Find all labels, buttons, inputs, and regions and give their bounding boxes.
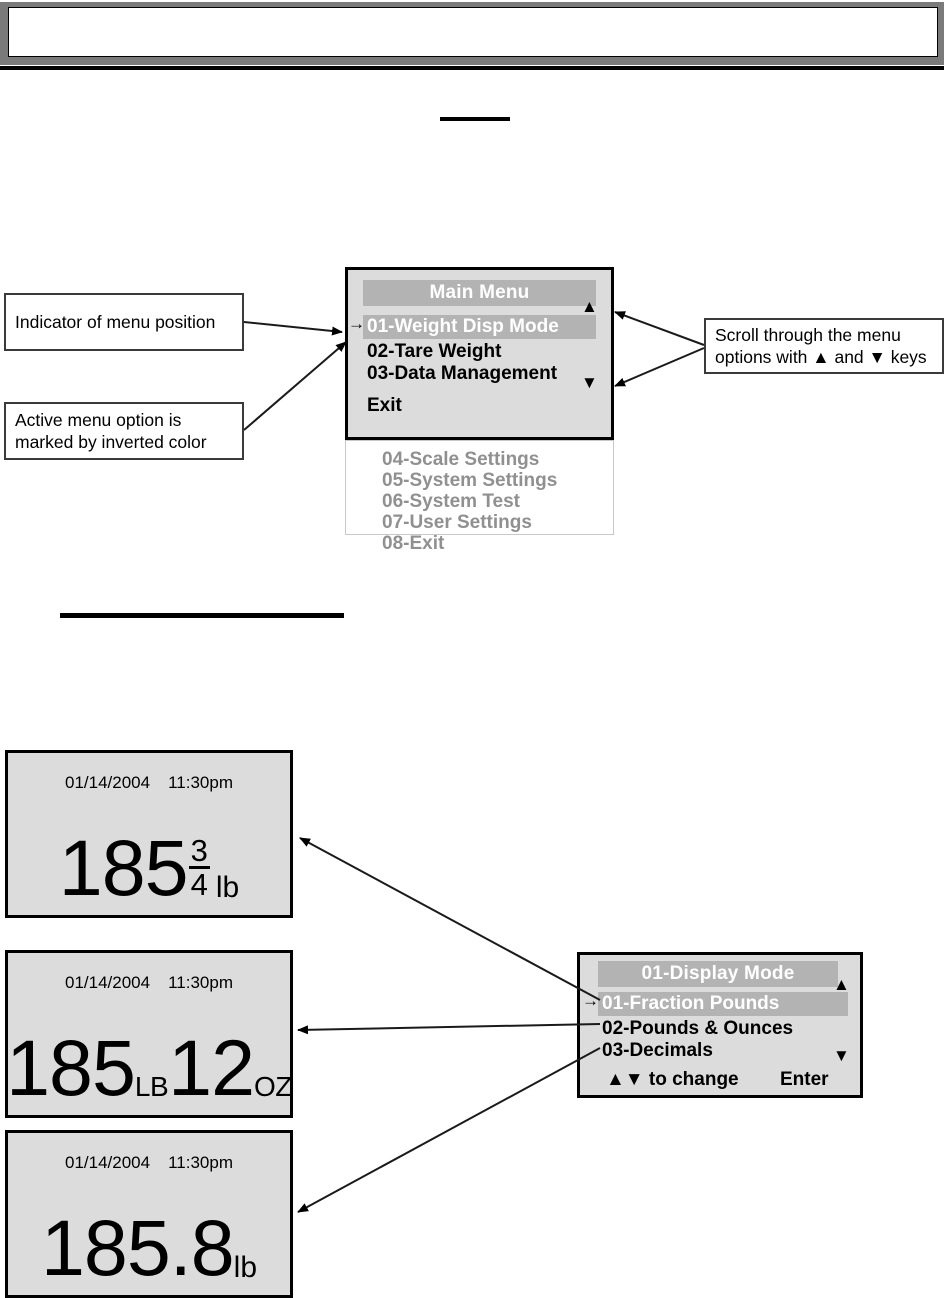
callout-line: Active menu option is	[15, 410, 182, 430]
display-mode-change-hint: ▲▼ to change	[606, 1069, 739, 1090]
connector-fraction-to-screen	[299, 837, 601, 1001]
main-menu-hidden-item: 05-System Settings	[382, 470, 558, 491]
weight-screen-date: 01/14/2004	[65, 973, 151, 992]
weight-screen-pounds-and-ounces: 01/14/2004 11:30pm 185 LB 12 OZ	[5, 950, 293, 1118]
weight-screen-fraction-pounds: 01/14/2004 11:30pm 185 3 4 lb	[5, 750, 293, 918]
display-mode-item-decimals[interactable]: 03-Decimals	[602, 1040, 713, 1061]
main-menu-title-bar: Main Menu	[363, 280, 596, 306]
connector-lboz-to-screen	[297, 1023, 601, 1035]
display-mode-item-fraction-pounds[interactable]: 01-Fraction Pounds	[598, 992, 848, 1016]
callout-line: Scroll through the menu	[715, 325, 901, 345]
main-menu-hidden-item: 06-System Test	[382, 491, 520, 512]
fraction-denominator: 4	[188, 866, 210, 903]
weight-screen-time: 11:30pm	[168, 1153, 233, 1172]
callout-active-menu-option: Active menu option is marked by inverted…	[4, 402, 244, 460]
callout-line: Indicator of menu position	[15, 312, 216, 332]
connector-decimals-to-screen	[297, 1047, 601, 1213]
weight-screen-datetime: 01/14/2004 11:30pm	[8, 973, 290, 993]
weight-screen-value: 185.8 lb	[8, 1208, 290, 1287]
display-mode-position-cursor-icon: →	[582, 991, 599, 1010]
weight-whole-number: 185	[58, 823, 189, 912]
page-header-banner	[0, 2, 944, 65]
display-mode-lcd-panel: 01-Display Mode → 01-Fraction Pounds 02-…	[577, 952, 863, 1098]
display-mode-item-pounds-and-ounces[interactable]: 02-Pounds & Ounces	[602, 1018, 794, 1039]
weight-decimal-number: 185.8	[40, 1203, 235, 1292]
callout-scroll-through-menu: Scroll through the menu options with ▲ a…	[704, 318, 944, 374]
header-divider-rule	[0, 66, 944, 70]
connector-scroll-to-up-arrow	[614, 311, 705, 346]
weight-screen-datetime: 01/14/2004 11:30pm	[8, 773, 290, 793]
main-menu-item-weight-disp-mode[interactable]: 01-Weight Disp Mode	[363, 315, 596, 339]
weight-unit: lb	[233, 1251, 258, 1284]
weight-screen-decimals: 01/14/2004 11:30pm 185.8 lb	[5, 1130, 293, 1298]
weight-ounces-unit: OZ	[254, 1071, 292, 1102]
connector-scroll-to-down-arrow	[614, 347, 705, 387]
weight-screen-time: 11:30pm	[168, 973, 233, 992]
callout-line: options with ▲ and ▼ keys	[715, 347, 927, 367]
weight-ounces-number: 12	[168, 1023, 255, 1112]
section-heading-rule-top	[440, 117, 510, 121]
main-menu-item-exit[interactable]: Exit	[367, 395, 402, 416]
display-mode-enter-label[interactable]: Enter	[780, 1069, 829, 1090]
display-mode-scroll-down-icon[interactable]: ▼	[833, 1046, 850, 1065]
weight-fraction: 3 4	[188, 832, 210, 907]
weight-pounds-unit: LB	[134, 1071, 169, 1102]
main-menu-hidden-item: 04-Scale Settings	[382, 449, 540, 470]
weight-unit: lb	[215, 871, 240, 904]
main-menu-position-cursor-icon: →	[348, 314, 365, 333]
weight-screen-value: 185 3 4 lb	[8, 828, 290, 907]
fraction-numerator: 3	[190, 832, 208, 868]
display-mode-scroll-up-icon[interactable]: ▲	[833, 975, 850, 994]
section-heading-rule-middle	[60, 613, 344, 618]
main-menu-scroll-up-icon[interactable]: ▲	[581, 297, 598, 316]
connector-indicator-to-cursor	[243, 321, 343, 336]
weight-screen-value: 185 LB 12 OZ	[6, 1023, 292, 1112]
display-mode-title-bar: 01-Display Mode	[598, 961, 838, 987]
main-menu-hidden-item: 08-Exit	[382, 533, 445, 554]
callout-indicator-of-menu-position: Indicator of menu position	[4, 293, 244, 351]
main-menu-hidden-items-list: 04-Scale Settings 05-System Settings 06-…	[345, 440, 614, 554]
callout-line: marked by inverted color	[15, 432, 207, 452]
main-menu-lcd-panel: Main Menu → 01-Weight Disp Mode 02-Tare …	[345, 267, 614, 440]
weight-screen-date: 01/14/2004	[65, 773, 151, 792]
weight-screen-time: 11:30pm	[168, 773, 233, 792]
weight-screen-datetime: 01/14/2004 11:30pm	[8, 1153, 290, 1173]
page-header-banner-inner	[8, 7, 938, 57]
main-menu-item-tare-weight[interactable]: 02-Tare Weight	[367, 341, 502, 362]
connector-active-to-highlight	[243, 341, 347, 431]
main-menu-scroll-down-icon[interactable]: ▼	[581, 373, 598, 392]
main-menu-hidden-item: 07-User Settings	[382, 512, 532, 533]
weight-screen-date: 01/14/2004	[65, 1153, 151, 1172]
main-menu-item-data-management[interactable]: 03-Data Management	[367, 363, 558, 384]
weight-pounds-number: 185	[6, 1023, 136, 1112]
